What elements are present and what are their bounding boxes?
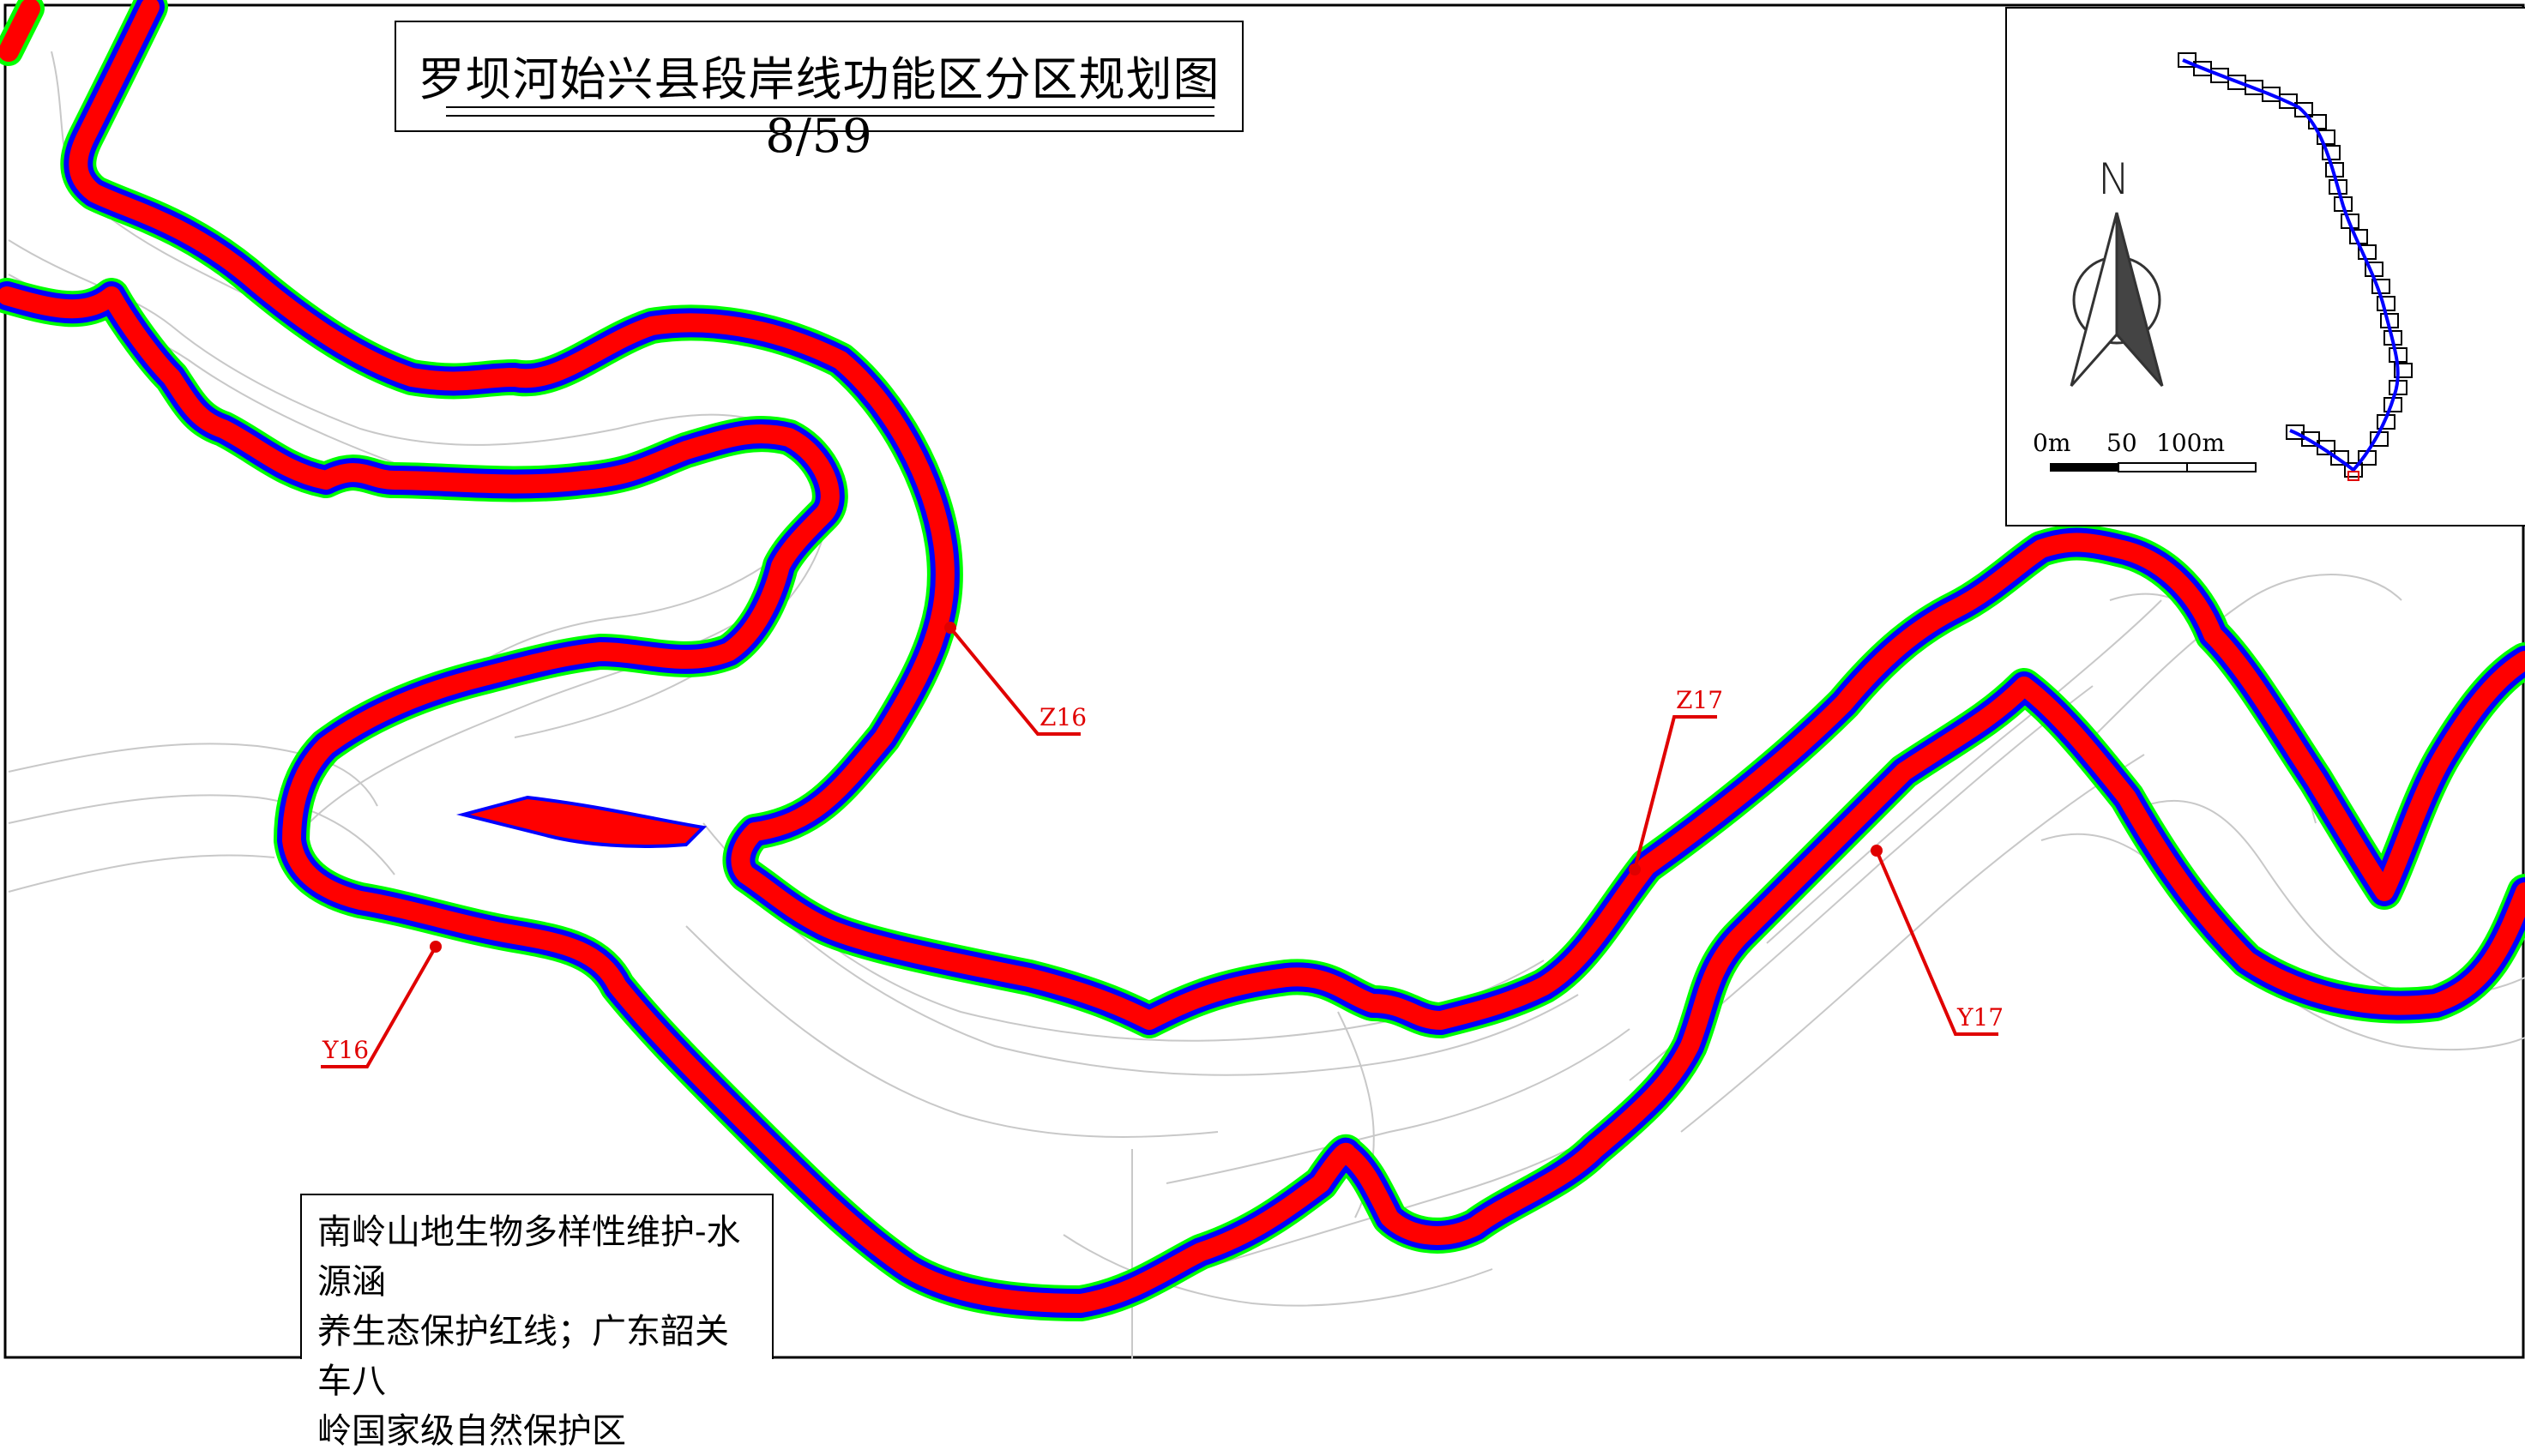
title-underline [446,106,1214,108]
dot-z16 [944,622,956,634]
overview-inset: N 0m 50 100m [2005,7,2525,526]
marker-dots [430,622,1883,953]
zone-note-line-1: 南岭山地生物多样性维护-水源涵 [317,1212,741,1302]
leader-y16 [321,946,437,1068]
scale-label-zero: 0m [2033,429,2071,457]
map-title: 罗坝河始兴县段岸线功能区分区规划图8/59 [418,52,1220,163]
current-sheet-marker [2347,471,2359,481]
leader-z17 [1633,715,1717,870]
protected-zone-note: 南岭山地生物多样性维护-水源涵 养生态保护红线；广东韶关车八 岭国家级自然保护区 [300,1194,774,1451]
leader-z16 [949,626,1081,736]
title-underline-2 [446,115,1214,117]
north-arrow-icon [2070,212,2164,387]
marker-label-z16: Z16 [1040,703,1088,731]
river-band-upper [0,0,2525,1038]
scale-label-end: 100m [2156,429,2225,457]
zone-note-line-3: 岭国家级自然保护区 [317,1411,626,1451]
dot-y16 [430,941,442,953]
sandbar-zone [456,795,708,848]
overview-river-trace [2182,58,2400,472]
leader-y17 [1875,850,1998,1036]
marker-label-y16: Y16 [322,1036,370,1064]
dot-z17 [1629,863,1641,875]
marker-leaders [321,626,1998,1068]
overview-map [2050,52,2413,481]
scale-bar [2050,462,2257,472]
river-map [0,0,2525,1359]
scale-label-mid: 50 [2106,429,2137,457]
river-band-lower [0,278,2525,1321]
overview-sheet-grid [2178,52,2413,478]
marker-label-z17: Z17 [1676,686,1724,714]
dot-y17 [1871,845,1883,857]
zone-note-line-2: 养生态保护红线；广东韶关车八 [317,1312,729,1401]
map-title-box: 罗坝河始兴县段岸线功能区分区规划图8/59 [395,21,1244,163]
north-label: N [2098,154,2130,204]
marker-label-y17: Y17 [1957,1003,2004,1032]
